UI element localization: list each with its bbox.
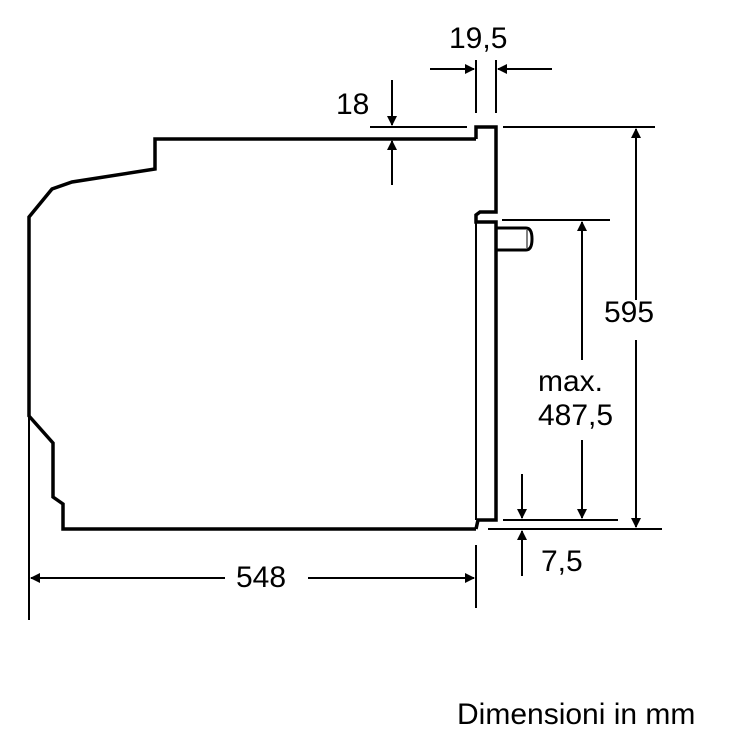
oven-body-outline [27,137,476,531]
units-caption: Dimensioni in mm [457,698,696,731]
dimension-door-thickness: 19,5 [449,22,508,55]
oven-door-upper [474,125,498,530]
dimension-bottom-offset: 7,5 [541,545,583,578]
dimension-depth: 548 [236,561,287,594]
dimension-top-offset: 18 [336,88,370,121]
dimension-max-height: 487,5 [538,399,614,432]
dimension-total-height: 595 [604,296,655,329]
dimension-max-label: max. [538,365,604,398]
oven-knob [496,226,534,252]
